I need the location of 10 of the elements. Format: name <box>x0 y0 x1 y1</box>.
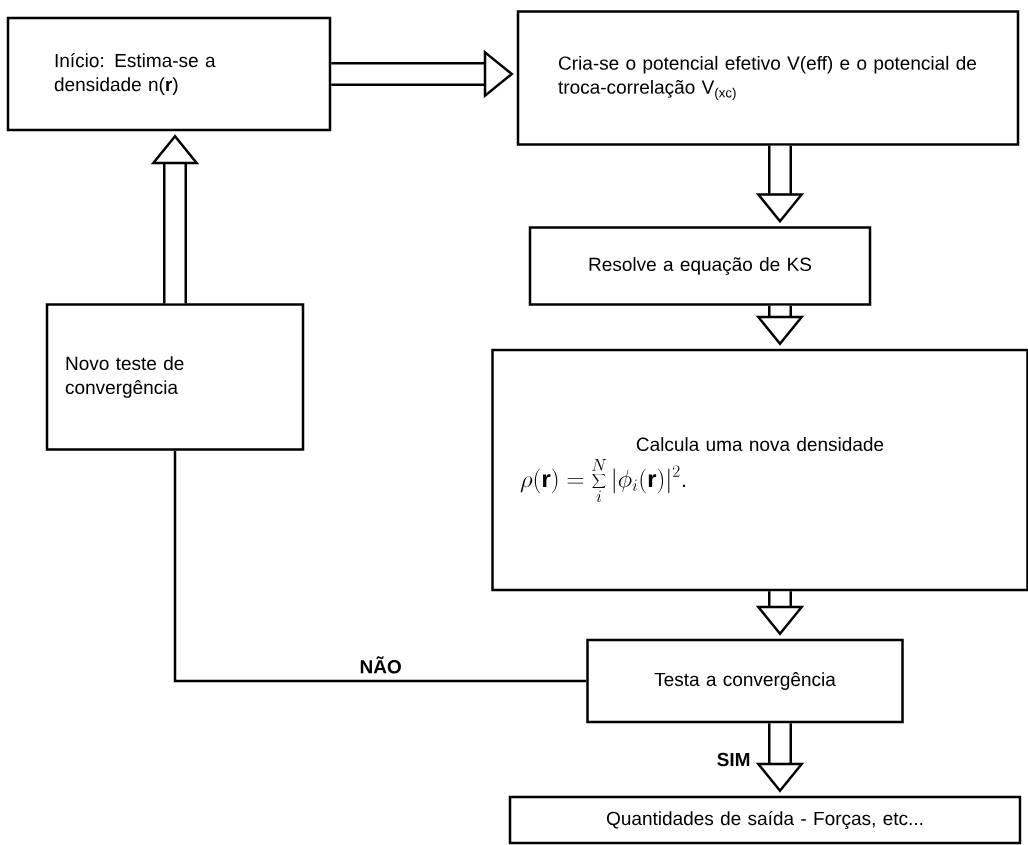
process-box: Testa a convergência <box>586 638 904 724</box>
process-box: Quantidades de saída - Forças, etc... <box>508 795 1022 845</box>
edge-label: NÃO <box>360 656 401 674</box>
connector-line <box>173 450 587 683</box>
process-box: Resolve a equação de KS <box>528 226 872 306</box>
process-box: Calcula uma nova densidade $\rho(\mathbf{r}) = \sum_{i}^{N} |\phi_i(\mathbf{r})|^2.$ <box>491 348 1028 592</box>
process-box: Início: Estima-se a densidade n(r) <box>6 16 332 132</box>
edge-label: SIM <box>717 752 750 767</box>
process-box: Cria-se o potencial efetivo V(eff) e o potencial de troca-correlação V$_{(xc)}$ <box>516 10 1020 146</box>
process-box: Novo teste de convergência <box>45 303 305 451</box>
